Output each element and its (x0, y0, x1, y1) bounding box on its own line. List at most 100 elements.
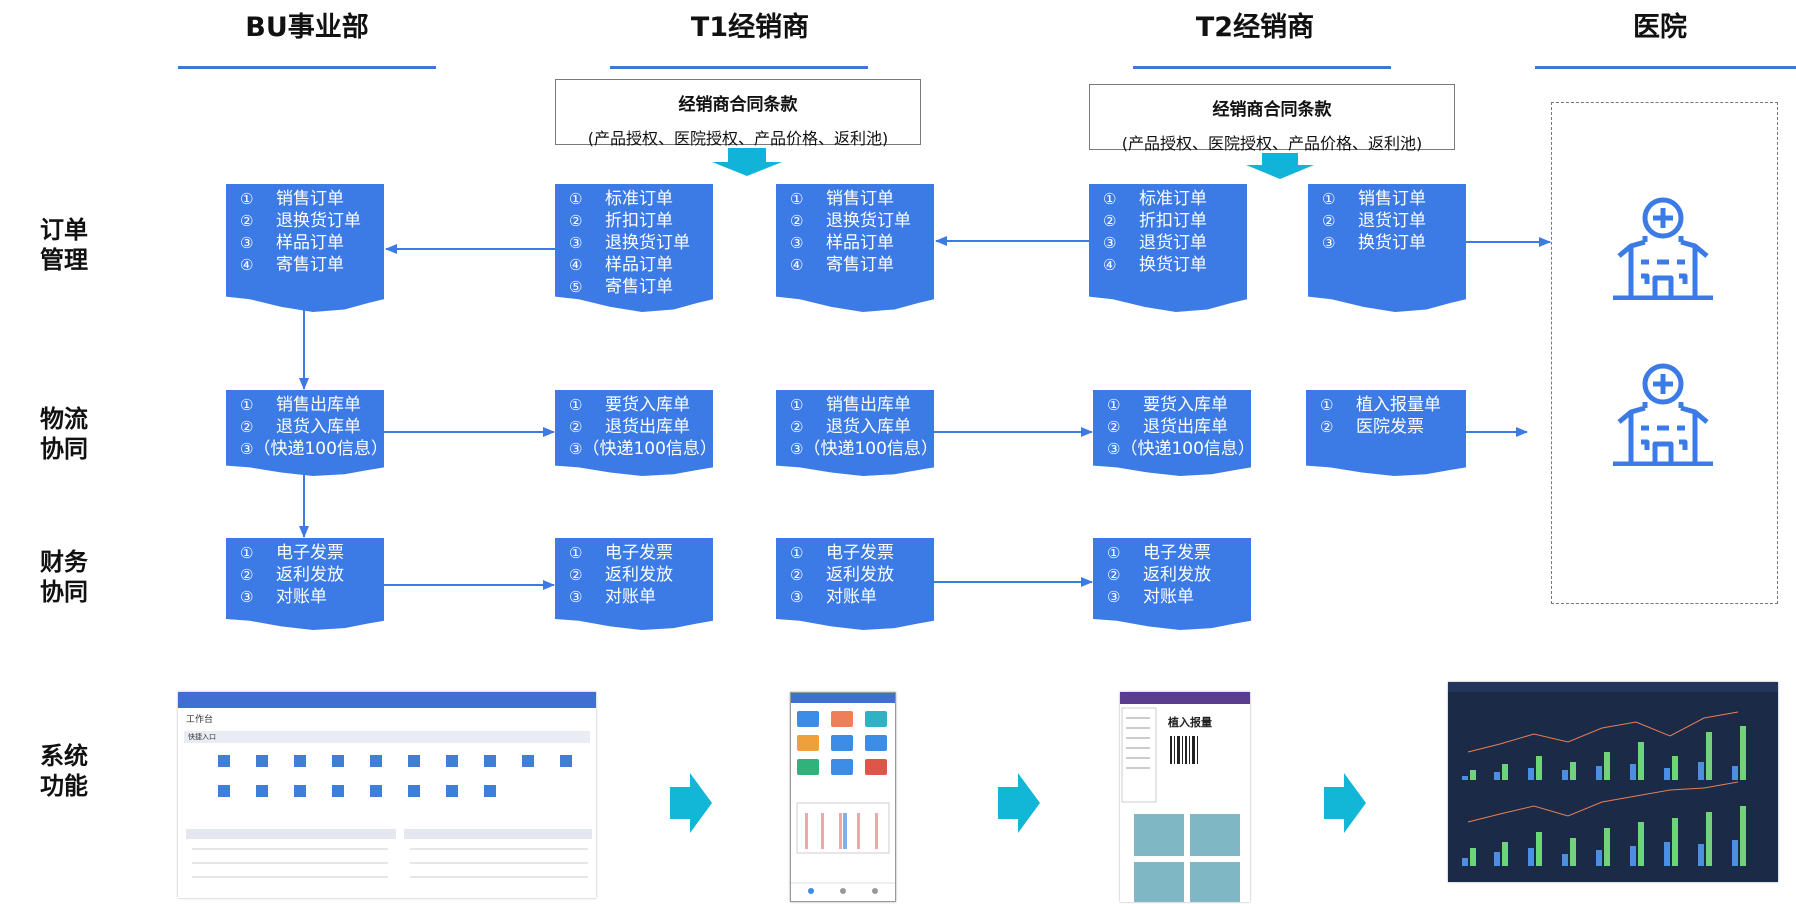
column-title-t2: T2经销商 (1195, 12, 1315, 43)
doc-item: ① 电子发票 (240, 542, 378, 564)
doc-item: ① 要货入库单 (569, 394, 707, 416)
screenshot-bu-portal: 工作台 快捷入口 (178, 692, 596, 898)
doc-item-number: ① (569, 190, 583, 208)
doc-item: ② 折扣订单 (569, 210, 707, 232)
doc-item-label: 要货入库单 (1143, 395, 1228, 415)
column-title-hospital: 医院 (1633, 12, 1687, 43)
contract-t2-down-arrow (1246, 153, 1314, 179)
doc-item-number: ① (240, 190, 254, 208)
doc-item: ③（快递100信息） (790, 438, 934, 460)
doc-item-number: ① (1107, 396, 1121, 414)
doc-item-number: ② (569, 212, 583, 230)
contract-subtitle: (产品授权、医院授权、产品价格、返利池) (587, 129, 889, 148)
chevron-right-icon (1324, 773, 1366, 833)
contract-box-t1: 经销商合同条款 (产品授权、医院授权、产品价格、返利池) (555, 79, 921, 148)
doc-item-label: 电子发票 (826, 543, 894, 563)
portal-icon-grid (186, 755, 592, 878)
app-title: 植入报量 (1168, 716, 1212, 729)
doc-item-label: 退换货订单 (826, 211, 911, 231)
doc-item-label: （快递100信息） (253, 439, 384, 459)
doc-item-number: ① (240, 544, 254, 562)
doc-item-number: ② (569, 418, 583, 436)
doc-item-label: 电子发票 (1143, 543, 1211, 563)
doc-item-number: ④ (240, 256, 254, 274)
doc-item-label: 退货订单 (1358, 211, 1426, 231)
doc-item-number: ② (240, 212, 254, 230)
doc-item-label: 折扣订单 (1139, 211, 1207, 231)
portal-section: 快捷入口 (184, 731, 590, 743)
doc-item-label: 医院发票 (1356, 417, 1424, 437)
doc-item-label: 销售订单 (276, 189, 344, 209)
doc-item-label: 退货入库单 (276, 417, 361, 437)
doc-item-number: ② (1320, 418, 1334, 436)
doc-item-label: 折扣订单 (605, 211, 673, 231)
doc-item-label: 植入报量单 (1356, 395, 1441, 415)
doc-item-label: 要货入库单 (605, 395, 690, 415)
doc-item-number: ① (569, 544, 583, 562)
column-underline-t1 (610, 66, 868, 69)
doc-item-label: 退换货订单 (276, 211, 361, 231)
doc-item-number: ③ (790, 588, 804, 606)
doc-item-number: ④ (790, 256, 804, 274)
doc-item-label: 对账单 (826, 587, 877, 607)
doc-item-label: 换货订单 (1358, 233, 1426, 253)
doc-item-label: 样品订单 (276, 233, 344, 253)
doc-item-number: ③ (790, 440, 804, 458)
doc-item-label: 对账单 (605, 587, 656, 607)
doc-item-number: ① (569, 396, 583, 414)
doc-item-number: ③ (1107, 588, 1121, 606)
column-underline-t2 (1133, 66, 1391, 69)
doc-item-label: 换货订单 (1139, 255, 1207, 275)
doc-item: ③（快递100信息） (569, 438, 713, 460)
doc-item-number: ① (1103, 190, 1117, 208)
doc-item-number: ② (240, 566, 254, 584)
doc-item-number: ② (1107, 418, 1121, 436)
doc-item: ③（快递100信息） (240, 438, 384, 460)
doc-item-number: ③ (569, 440, 583, 458)
doc-item-label: 返利发放 (826, 565, 894, 585)
doc-item-label: 电子发票 (605, 543, 673, 563)
doc-item: ③（快递100信息） (1107, 438, 1251, 460)
contract-title: 经销商合同条款 (678, 95, 798, 115)
doc-item-label: 销售出库单 (826, 395, 911, 415)
column-title-t1: T1经销商 (690, 12, 810, 43)
doc-item-label: 销售订单 (1358, 189, 1426, 209)
screenshot-hospital-dashboard (1448, 682, 1778, 882)
doc-item-number: ② (790, 212, 804, 230)
portal-title: 工作台 (186, 715, 214, 725)
screenshot-t1-mobile-app (790, 692, 896, 902)
hospital-icon (1613, 197, 1713, 300)
contract-subtitle: (产品授权、医院授权、产品价格、返利池) (1121, 134, 1423, 153)
doc-item-number: ③ (569, 234, 583, 252)
doc-item-number: ⑤ (569, 278, 583, 296)
doc-item-label: 电子发票 (276, 543, 344, 563)
doc-item-label: 寄售订单 (826, 255, 894, 275)
doc-item: ② 医院发票 (1320, 416, 1460, 438)
doc-item-number: ① (790, 396, 804, 414)
chevron-right-icon (670, 773, 712, 833)
doc-item-label: 退货订单 (1139, 233, 1207, 253)
doc-item-number: ① (240, 396, 254, 414)
doc-item: ② 退换货订单 (240, 210, 378, 232)
doc-item-label: 返利发放 (1143, 565, 1211, 585)
doc-item-number: ① (1322, 190, 1336, 208)
doc-item-label: （快递100信息） (1120, 439, 1251, 459)
